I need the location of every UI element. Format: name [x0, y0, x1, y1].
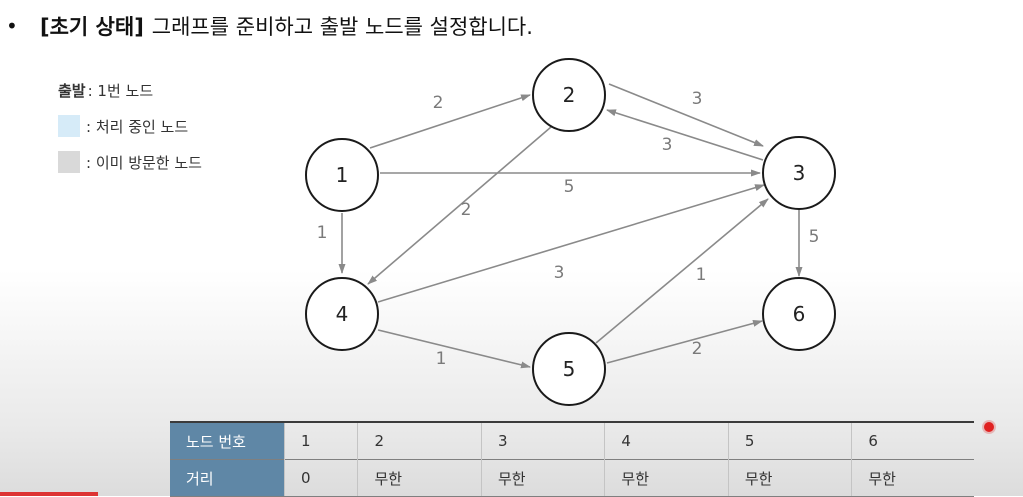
table-cell: 무한: [357, 459, 482, 497]
legend-processing: : 처리 중인 노드: [58, 108, 202, 144]
node-label-4: 4: [336, 302, 349, 326]
legend-processing-label: : 처리 중인 노드: [86, 117, 189, 136]
table-cell: 무한: [604, 459, 729, 497]
node-1: [305, 138, 379, 212]
edge-3-2: [606, 109, 764, 161]
progress-underline: [0, 492, 98, 496]
edge-weight-3-6: 5: [809, 227, 820, 247]
graph-nodes: 1 2 3 4 5 6: [305, 58, 836, 406]
edge-weight-1-2: 2: [433, 93, 444, 113]
bullet: •: [6, 14, 18, 38]
row-header-node-number: 노드 번호: [170, 421, 285, 460]
edge-weight-5-6: 2: [692, 339, 703, 359]
table-cell: 0: [283, 459, 358, 497]
edge-5-3: [595, 198, 769, 344]
edge-weight-5-3: 1: [696, 265, 707, 285]
edge-5-6: [606, 319, 763, 364]
table-cell: 5: [727, 421, 852, 460]
table-cell: 2: [357, 421, 482, 460]
legend-start: 출발 : 1번 노드: [58, 72, 202, 108]
table-row-distances: 거리 0 무한 무한 무한 무한 무한: [170, 459, 974, 497]
table-cell: 6: [851, 421, 974, 460]
graph-edges: 2 5 1 3 2 3 5 3 1 1 2: [317, 83, 820, 369]
edge-weight-2-3: 3: [692, 89, 703, 109]
node-label-2: 2: [563, 83, 576, 107]
node-5: [532, 332, 606, 406]
cursor-dot: [984, 422, 994, 432]
node-2: [532, 58, 606, 132]
edge-weight-1-4: 1: [317, 223, 328, 243]
legend-start-label: 출발: [58, 81, 86, 100]
heading-tag: [초기 상태]: [40, 15, 144, 39]
processing-swatch: [58, 115, 80, 137]
table-cell: 무한: [480, 459, 605, 497]
legend: 출발 : 1번 노드 : 처리 중인 노드 : 이미 방문한 노드: [58, 72, 202, 180]
edge-4-3: [377, 184, 765, 303]
edge-weight-2-4: 2: [461, 200, 472, 220]
edge-4-5: [377, 329, 531, 369]
node-6: [762, 277, 836, 351]
node-label-5: 5: [563, 357, 576, 381]
legend-start-value: : 1번 노드: [87, 81, 154, 100]
table-cell: 무한: [851, 459, 974, 497]
heading-text: 그래프를 준비하고 출발 노드를 설정합니다.: [151, 15, 533, 39]
distance-table: 노드 번호 1 2 3 4 5 6 거리 0 무한 무한 무한 무한 무한: [170, 421, 974, 497]
edge-2-4: [367, 126, 552, 285]
table-cell: 3: [480, 421, 605, 460]
node-3: [762, 136, 836, 210]
legend-visited: : 이미 방문한 노드: [58, 144, 202, 180]
node-label-3: 3: [793, 161, 806, 185]
slide-heading: • [초기 상태] 그래프를 준비하고 출발 노드를 설정합니다.: [6, 6, 533, 46]
table-row-node-numbers: 노드 번호 1 2 3 4 5 6: [170, 421, 974, 460]
table-cell: 4: [604, 421, 729, 460]
edge-2-3: [608, 83, 764, 147]
table-cell: 무한: [727, 459, 852, 497]
node-4: [305, 277, 379, 351]
edge-1-2: [369, 94, 531, 149]
node-label-6: 6: [793, 302, 806, 326]
edge-weight-4-3: 3: [554, 263, 565, 283]
row-header-distance: 거리: [170, 459, 285, 497]
edge-weight-1-3: 5: [564, 177, 575, 197]
node-label-1: 1: [336, 163, 349, 187]
legend-visited-label: : 이미 방문한 노드: [86, 153, 202, 172]
table-cell: 1: [283, 421, 358, 460]
visited-swatch: [58, 151, 80, 173]
edge-weight-4-5: 1: [436, 349, 447, 369]
edge-weight-3-2: 3: [662, 135, 673, 155]
graph-diagram: 2 5 1 3 2 3 5 3 1 1 2 1 2 3 4 5 6: [305, 58, 836, 406]
